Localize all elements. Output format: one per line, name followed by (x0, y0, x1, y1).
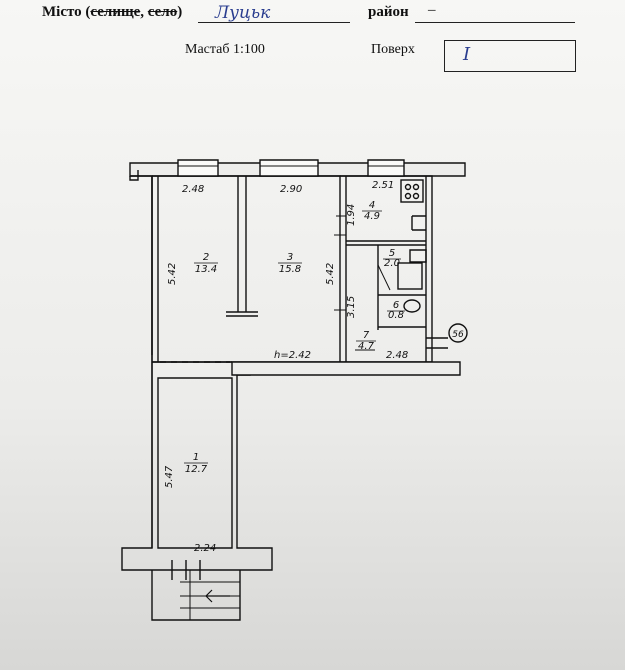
district-value: – (428, 2, 436, 18)
floor-value: I (463, 44, 471, 65)
room-6-area: 0.8 (388, 310, 404, 321)
dim-room2-height: 5.42 (167, 263, 178, 285)
district-label: район (368, 4, 409, 20)
floor-label: Поверх (371, 42, 415, 57)
dim-room1-width: 2.24 (194, 543, 216, 554)
city-underline (198, 22, 350, 23)
room-1-number: 1 (193, 452, 199, 463)
dim-room4-width: 2.51 (372, 180, 394, 191)
dim-room1-height: 5.47 (164, 465, 175, 488)
room-2-area: 13.4 (195, 264, 217, 275)
dim-room6-height: 3.15 (346, 296, 357, 318)
dim-room3-height: 5.42 (325, 263, 336, 285)
room-3-area: 15.8 (279, 264, 301, 275)
room-6-number: 6 (393, 300, 399, 311)
room-4-area: 4.9 (364, 211, 380, 222)
district-underline (415, 22, 575, 23)
room-2-number: 2 (203, 252, 209, 263)
dim-room4-height: 1.94 (346, 204, 357, 226)
room-7-area: 4.7 (358, 341, 375, 352)
room-1-area: 12.7 (185, 464, 208, 475)
dim-room2-width: 2.48 (182, 184, 204, 195)
room-7-number: 7 (363, 330, 370, 341)
room-3-number: 3 (287, 252, 293, 263)
marker-number: 56 (452, 330, 464, 340)
city-label: Місто (селище, село) (42, 4, 183, 20)
room-5-area: 2.0 (384, 258, 400, 269)
dim-ceiling-height: h=2.42 (274, 350, 311, 361)
scale-label: Мастаб 1:100 (185, 42, 265, 57)
dim-room7-width: 2.48 (386, 350, 408, 361)
room-4-number: 4 (369, 200, 375, 211)
dim-room3-width: 2.90 (280, 184, 302, 195)
room-5-number: 5 (389, 248, 395, 259)
city-value: Луцьк (215, 3, 271, 23)
floor-box (444, 40, 576, 72)
